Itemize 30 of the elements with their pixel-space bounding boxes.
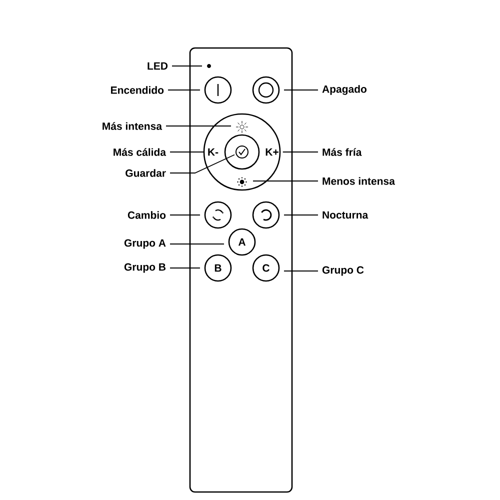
group-button: C — [252, 254, 280, 282]
leader-line — [252, 180, 318, 182]
key-label: K- — [208, 148, 218, 156]
leader-line — [284, 214, 318, 216]
key-label: K+ — [266, 148, 278, 156]
part-label: Más intensa — [102, 122, 162, 130]
part-label: Nocturna — [322, 211, 368, 219]
leader-line — [170, 214, 200, 216]
part-label: Grupo C — [322, 266, 364, 276]
part-label: LED — [148, 62, 168, 70]
dim-sun-icon — [240, 180, 244, 184]
cycle-button — [204, 201, 232, 229]
part-label: Más fría — [322, 148, 362, 156]
part-label: Cambio — [128, 211, 166, 219]
check-icon — [236, 146, 248, 158]
part-label: Grupo B — [124, 263, 166, 273]
part-label: Más cálida — [114, 148, 166, 156]
group-button: B — [204, 254, 232, 282]
group-button: A — [228, 228, 256, 256]
moon-button — [252, 201, 280, 229]
power-off-button — [252, 76, 280, 104]
leader-line — [284, 270, 318, 272]
part-label: Grupo A — [124, 239, 166, 249]
part-label: Apagado — [322, 85, 366, 95]
part-label: Encendido — [111, 86, 164, 94]
power-on-button — [204, 76, 232, 104]
part-label: Menos intensa — [322, 177, 395, 185]
part-label: Guardar — [126, 169, 166, 177]
sun-icon — [240, 124, 244, 130]
leader-line — [170, 154, 235, 174]
